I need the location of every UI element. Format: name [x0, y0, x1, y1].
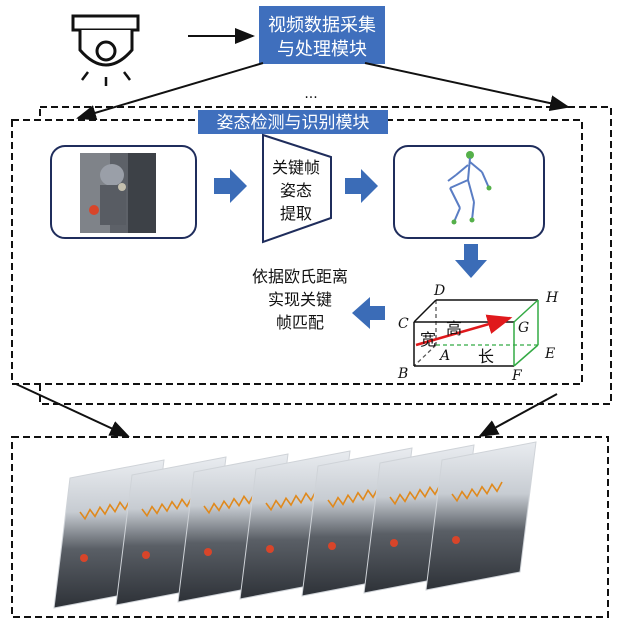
ellipsis: ... [304, 86, 317, 102]
bottom-right-arrow [478, 393, 558, 437]
vertex-label-f: F [511, 368, 523, 384]
dim-wide: 宽 [420, 330, 436, 349]
video-module-line1: 视频数据采集 [268, 15, 376, 36]
frame-waveform [265, 490, 317, 512]
video-frame-thumbnail [425, 441, 537, 591]
frame-highlight [266, 545, 274, 553]
matching-text-line3: 帧匹配 [276, 313, 324, 332]
module-right-arrow [364, 62, 570, 112]
pose-module-label: 姿态检测与识别模块 [198, 110, 388, 134]
frame-waveform [79, 499, 131, 521]
vertex-label-b: B [397, 366, 408, 382]
svg-text:姿态检测与识别模块: 姿态检测与识别模块 [217, 113, 370, 133]
matching-text-line1: 依据欧氏距离 [252, 267, 348, 286]
frame-stack [53, 441, 537, 609]
svg-text:姿态: 姿态 [280, 181, 312, 200]
dim-high: 高 [446, 319, 462, 338]
skeleton-joint [469, 217, 475, 223]
frame-waveform [327, 487, 379, 509]
flow-arrow-left [352, 297, 385, 329]
flow-arrow-down [455, 244, 487, 278]
distance-vector [415, 314, 513, 347]
video-frame-box [50, 145, 197, 239]
video-module-line2: 与处理模块 [277, 39, 367, 60]
keyframe-extraction-trapezoid: 关键帧 姿态 提取 [262, 133, 332, 244]
video-module-box: 视频数据采集 与处理模块 [259, 6, 385, 64]
frame-highlight [452, 536, 460, 544]
vertex-label-h: H [545, 290, 559, 306]
frame-highlight [390, 539, 398, 547]
vertex-label-d: D [433, 283, 445, 299]
flow-arrow-1 [214, 169, 247, 203]
svg-text:提取: 提取 [280, 204, 312, 223]
vertex-label-c: C [398, 316, 409, 332]
dim-long: 长 [478, 347, 494, 366]
vertex-label-a: A [438, 348, 450, 364]
frame-highlight [204, 548, 212, 556]
matching-text-line2: 实现关键 [268, 290, 332, 309]
module-left-arrow [76, 62, 264, 121]
svg-text:关键帧: 关键帧 [272, 158, 320, 177]
frame-highlight [142, 551, 150, 559]
skeleton-pose-box [393, 145, 545, 239]
frame-highlight [328, 542, 336, 550]
camera-icon [71, 14, 140, 86]
frame-highlight [80, 554, 88, 562]
flow-arrow-2 [345, 169, 378, 203]
cube-panel: D C B A H G E F 宽 高 长 [390, 280, 570, 384]
skeleton-figure [447, 151, 490, 223]
frame-waveform [451, 481, 503, 503]
vertex-label-e: E [544, 346, 555, 362]
skeleton-joint [486, 185, 492, 191]
bottom-left-arrow [15, 383, 130, 437]
vertex-label-g: G [518, 320, 529, 336]
skeleton-joint [451, 219, 457, 225]
frame-waveform [203, 493, 255, 515]
frame-waveform [141, 496, 193, 518]
frame-waveform [389, 484, 441, 506]
